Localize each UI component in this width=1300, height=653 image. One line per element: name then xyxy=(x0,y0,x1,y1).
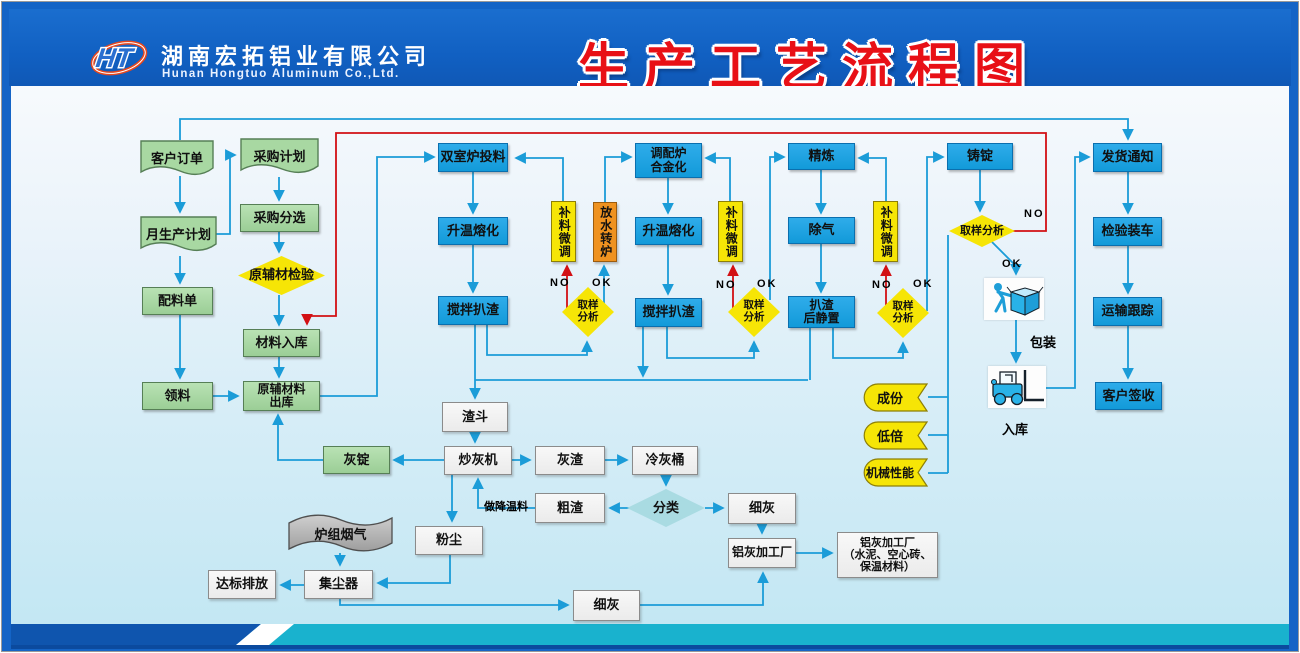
document-shape xyxy=(140,140,214,176)
footer-stripe xyxy=(11,624,1289,645)
node-degassing: 除气 xyxy=(788,217,855,244)
node-batching-list: 配料单 xyxy=(142,287,213,315)
node-composition: 成份 xyxy=(862,383,928,412)
node-melting-2: 升温熔化 xyxy=(635,217,702,245)
node-inspection-loading: 检验装车 xyxy=(1093,217,1162,246)
node-raw-material-outbound: 原辅材料 出库 xyxy=(243,381,320,411)
node-ash-slag: 灰渣 xyxy=(535,446,605,475)
node-monthly-plan: 月生产计划 xyxy=(140,216,217,256)
node-transport-tracking: 运输跟踪 xyxy=(1093,297,1162,326)
node-delivery-notice: 发货通知 xyxy=(1093,143,1162,172)
no-label-2: NO xyxy=(716,279,737,291)
node-casting: 铸锭 xyxy=(947,143,1013,170)
ok-label-2: OK xyxy=(757,278,778,290)
footer-bottom-strip xyxy=(11,645,1289,649)
node-slag-hopper: 渣斗 xyxy=(442,402,508,432)
forklift-icon-panel xyxy=(988,366,1046,408)
node-cooling-bucket: 冷灰桶 xyxy=(632,446,698,475)
node-refining: 精炼 xyxy=(788,143,855,170)
tag-shape xyxy=(863,421,928,450)
tag-shape xyxy=(863,383,928,412)
node-alloying-furnace: 调配炉 合金化 xyxy=(635,143,702,178)
packing-label: 包装 xyxy=(1030,335,1057,350)
node-coarse-slag: 粗渣 xyxy=(535,493,605,523)
node-furnace-smoke: 炉组烟气 xyxy=(288,511,393,555)
node-low-magnification: 低倍 xyxy=(862,421,928,450)
no-label-3: NO xyxy=(872,279,893,291)
node-customer-receipt: 客户签收 xyxy=(1095,382,1162,410)
forklift-icon xyxy=(991,370,1044,406)
tag-shape xyxy=(863,458,928,487)
ok-label-3: OK xyxy=(913,278,934,290)
company-logo-icon: HT xyxy=(90,40,148,76)
node-ash-factory: 铝灰加工厂 xyxy=(728,538,796,568)
ok-label-4: OK xyxy=(1002,258,1023,270)
document-shape xyxy=(240,138,319,174)
no-label-1: NO xyxy=(550,277,571,289)
node-dust-collector: 集尘器 xyxy=(304,570,373,599)
warehouse-in-label: 入库 xyxy=(1002,422,1029,437)
document-shape xyxy=(140,216,217,252)
node-fine-ash-right: 细灰 xyxy=(728,493,796,524)
node-feed-adjust-3: 补料微调 xyxy=(873,201,898,262)
no-label-4: NO xyxy=(1024,208,1045,220)
node-fine-ash-bottom: 细灰 xyxy=(573,590,640,621)
node-material-storage: 材料入库 xyxy=(243,329,320,357)
ok-label-1: OK xyxy=(592,277,613,289)
wave-banner-shape xyxy=(288,514,393,552)
node-purchase-plan: 采购计划 xyxy=(240,138,319,178)
node-melting-1: 升温熔化 xyxy=(438,217,508,245)
node-stirring-slag-1: 搅拌扒渣 xyxy=(438,296,508,325)
node-material-request: 领料 xyxy=(142,382,213,410)
packing-icon-panel xyxy=(984,278,1044,320)
node-emission-standard: 达标排放 xyxy=(208,570,276,599)
company-name-cn: 湖南宏拓铝业有限公司 xyxy=(161,44,432,69)
node-dual-chamber-feeding: 双室炉投料 xyxy=(438,143,508,172)
node-feed-adjust-2: 补料微调 xyxy=(718,201,743,262)
node-water-transfer-furnace: 放水转炉 xyxy=(593,202,617,262)
packing-person-icon xyxy=(994,283,1044,316)
node-ash-fryer: 炒灰机 xyxy=(444,446,512,475)
node-feed-adjust-1: 补料微调 xyxy=(551,201,576,262)
node-ash-ingot: 灰锭 xyxy=(323,446,390,474)
header-bar: HT 湖南宏拓铝业有限公司 Hunan Hongtuo Aluminum Co.… xyxy=(9,9,1291,96)
node-dust: 粉尘 xyxy=(415,526,483,555)
node-customer-order: 客户订单 xyxy=(140,140,214,180)
footer-blue-block xyxy=(11,624,261,645)
node-slag-settling: 扒渣 后静置 xyxy=(788,296,855,328)
node-ash-factory-detail: 铝灰加工厂 （水泥、空心砖、 保温材料） xyxy=(837,532,938,578)
node-purchase-sorting: 采购分选 xyxy=(240,204,319,232)
cooling-material-label: 做降温料 xyxy=(484,501,528,513)
company-name-en: Hunan Hongtuo Aluminum Co.,Ltd. xyxy=(162,68,400,80)
svg-text:HT: HT xyxy=(94,42,137,73)
node-mechanical-performance: 机械性能 xyxy=(862,458,928,487)
node-stirring-slag-2: 搅拌扒渣 xyxy=(635,298,702,327)
